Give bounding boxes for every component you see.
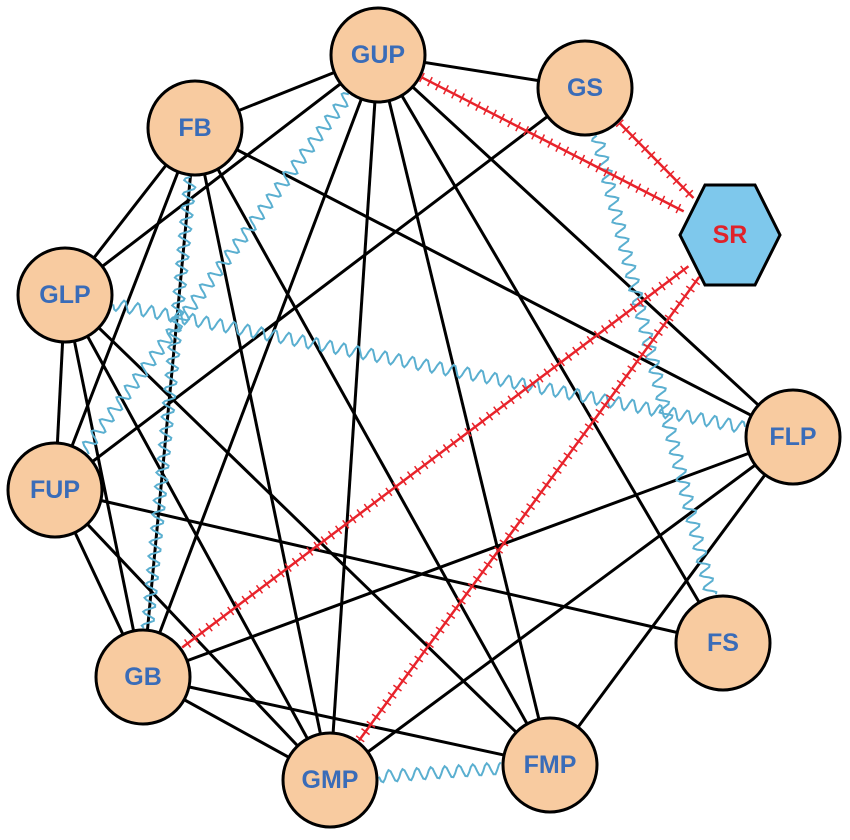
node-gup-label: GUP — [351, 41, 405, 69]
edge-fup-fs — [54, 488, 724, 645]
node-fmp: FMP — [501, 716, 599, 814]
node-fs: FS — [674, 594, 772, 692]
node-gs: GS — [536, 39, 634, 137]
node-sr-label: SR — [713, 221, 748, 249]
edge-glp-gb — [63, 294, 145, 678]
edge-fb-gmp — [193, 127, 332, 781]
node-gmp: GMP — [281, 731, 379, 829]
edge-gs-fs-wavy — [590, 134, 718, 595]
edge-glp-gmp — [63, 294, 332, 781]
edge-gup-gb — [141, 54, 380, 678]
edge-sr-gup-barred — [419, 72, 685, 214]
edge-glp-flp-wavy — [112, 299, 747, 434]
node-gb-shape — [94, 628, 192, 726]
node-fup-shape — [6, 441, 104, 539]
edge-fmp-flp — [548, 436, 795, 766]
node-glp: GLP — [16, 246, 114, 344]
edge-gmp-fmp-wavy — [378, 761, 502, 784]
nodes-layer: GUP GS FB SR GLP FLP FUP FS GB GMP FMP — [6, 6, 842, 829]
node-glp-label: GLP — [39, 281, 90, 309]
node-gup-shape — [329, 6, 427, 104]
node-flp-label: FLP — [769, 423, 816, 451]
node-fmp-shape — [501, 716, 599, 814]
edge-gb-fmp — [142, 675, 551, 767]
edge-fb-fmp — [193, 127, 552, 766]
node-sr-shape — [678, 183, 782, 287]
edge-gmp-flp — [329, 435, 794, 782]
edge-fb-gb-wavy — [140, 175, 197, 629]
edge-gup-fmp — [376, 54, 552, 766]
node-fs-shape — [674, 594, 772, 692]
node-glp-shape — [16, 246, 114, 344]
node-fup-label: FUP — [30, 476, 80, 504]
node-fs-label: FS — [707, 629, 739, 657]
edge-gup-fs — [376, 54, 725, 644]
edge-gup-flp — [376, 53, 795, 439]
edge-sr-gs-barred — [615, 119, 695, 199]
node-gs-shape — [536, 39, 634, 137]
node-gup: GUP — [329, 6, 427, 104]
node-gs-label: GS — [567, 74, 603, 102]
node-fmp-label: FMP — [524, 751, 577, 779]
edge-fb-flp — [194, 126, 794, 439]
node-fb: FB — [146, 79, 244, 177]
edge-sr-gb-barred — [181, 265, 690, 649]
edge-gs-fup — [54, 86, 586, 492]
node-gmp-label: GMP — [302, 766, 359, 794]
edge-sr-gmp-barred — [355, 276, 701, 743]
node-flp-shape — [744, 388, 842, 486]
edge-gb-flp — [142, 435, 794, 679]
node-fup: FUP — [6, 441, 104, 539]
node-gb-label: GB — [124, 663, 162, 691]
edge-fb-fup — [53, 127, 197, 491]
node-flp: FLP — [744, 388, 842, 486]
node-gb: GB — [94, 628, 192, 726]
edge-gup-fup-wavy — [81, 92, 350, 455]
node-fb-label: FB — [178, 114, 211, 142]
node-fb-shape — [146, 79, 244, 177]
node-sr: SR — [678, 183, 782, 287]
node-gmp-shape — [281, 731, 379, 829]
edge-gup-gmp — [328, 54, 380, 781]
